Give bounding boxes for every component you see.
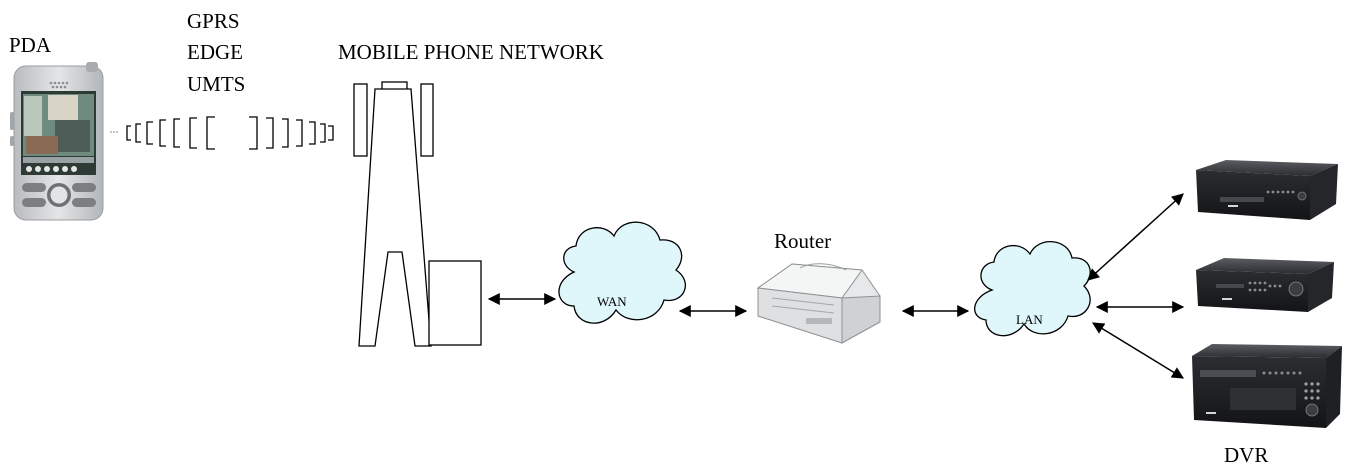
router-label: Router: [774, 229, 832, 253]
mobile-network-label: MOBILE PHONE NETWORK: [338, 40, 604, 64]
arrow-lan-dvr3: [1091, 322, 1185, 379]
protocol-edge-label: EDGE: [187, 40, 243, 64]
router-icon: [756, 263, 881, 344]
cell-tower-icon: [353, 81, 482, 347]
arrow-lan-dvr1: [1087, 193, 1184, 281]
lan-cloud-icon: LAN: [974, 241, 1091, 337]
connections: [487, 193, 1185, 379]
pda-device-icon: [10, 62, 104, 221]
dvr-label: DVR: [1224, 443, 1269, 467]
dvr-unit-3-icon: [1192, 344, 1342, 428]
protocol-gprs-label: GPRS: [187, 9, 240, 33]
wan-cloud-icon: WAN: [558, 221, 686, 324]
dvr-unit-1-icon: [1196, 160, 1338, 220]
signal-dots-icon: [110, 131, 118, 133]
pda-label: PDA: [9, 33, 52, 57]
dvr-unit-2-icon: [1196, 258, 1334, 312]
lan-cloud-label: LAN: [1016, 312, 1043, 327]
radio-waves-icon: [126, 116, 334, 150]
wan-cloud-label: WAN: [597, 294, 627, 309]
protocol-umts-label: UMTS: [187, 72, 246, 96]
